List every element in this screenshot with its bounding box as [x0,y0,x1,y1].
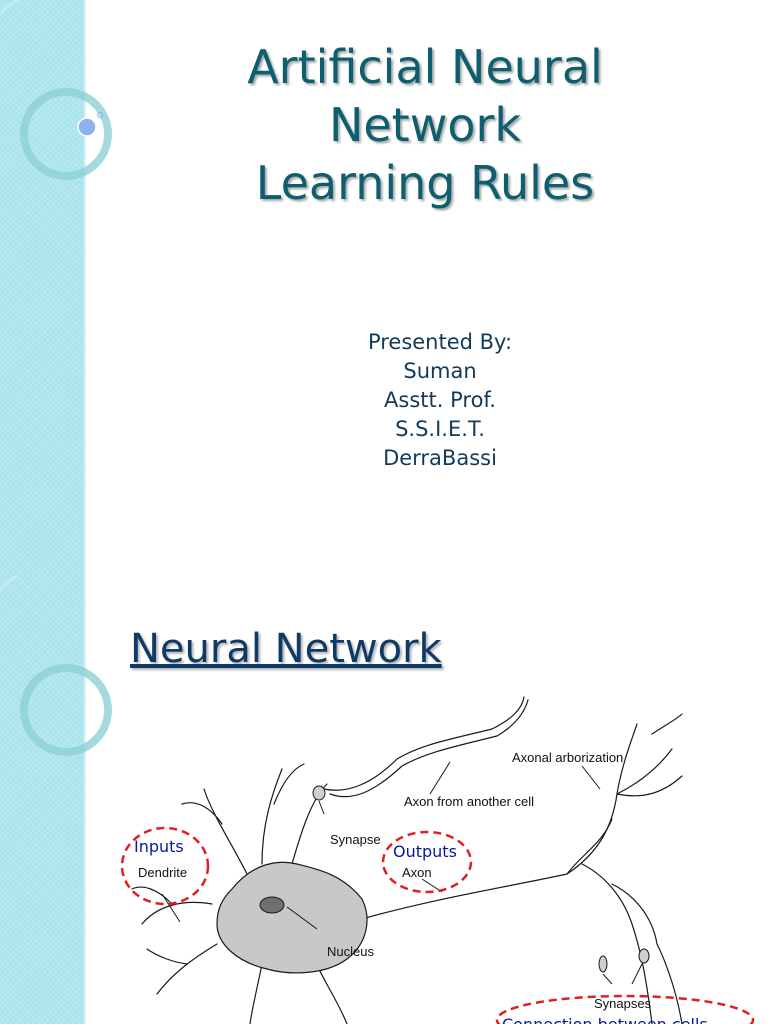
cell-body [216,861,368,974]
nucleus [259,896,285,914]
label-axon: Axon [402,865,432,880]
title-line-1: Artificial Neural [247,40,603,94]
side-band-edge [84,576,86,1024]
decorative-side-band [0,576,84,1024]
title-line-3: Learning Rules [255,156,595,210]
title-line-2: Network [328,98,522,152]
presentation-title: Artificial Neural Network Learning Rules [120,38,730,212]
annotation-connection: Connection between cells [502,1015,708,1024]
synapse-knob [638,948,650,964]
decorative-circles [0,0,112,180]
slide-title: Neural Network [130,626,442,672]
label-dendrite: Dendrite [138,865,187,880]
neuron-diagram: Axonal arborization Axon from another ce… [120,696,755,1024]
inputs-ellipse [120,826,210,906]
title-slide: Artificial Neural Network Learning Rules… [0,0,730,576]
presented-by-label: Presented By: [367,330,513,354]
presenter-info: Presented By: Suman Asstt. Prof. S.S.I.E… [300,328,580,473]
presenter-location: DerraBassi [383,446,497,470]
label-synapse: Synapse [330,832,381,847]
presenter-institute: S.S.I.E.T. [395,417,485,441]
label-axonal-arborization: Axonal arborization [512,750,623,765]
decorative-circles [0,576,112,756]
connection-ellipse [495,994,755,1024]
synapse-knob [312,785,326,801]
side-band-edge [84,0,86,576]
label-synapses: Synapses [594,996,652,1011]
synapse-knob [598,955,608,973]
annotation-inputs: Inputs [134,837,184,856]
neural-network-slide: Neural Network [0,576,768,1024]
presenter-name: Suman [403,359,477,383]
outputs-ellipse [381,830,473,894]
annotation-outputs: Outputs [393,842,457,861]
label-axon-from-another-cell: Axon from another cell [404,794,534,809]
label-nucleus: Nucleus [327,944,374,959]
presenter-position: Asstt. Prof. [384,388,496,412]
